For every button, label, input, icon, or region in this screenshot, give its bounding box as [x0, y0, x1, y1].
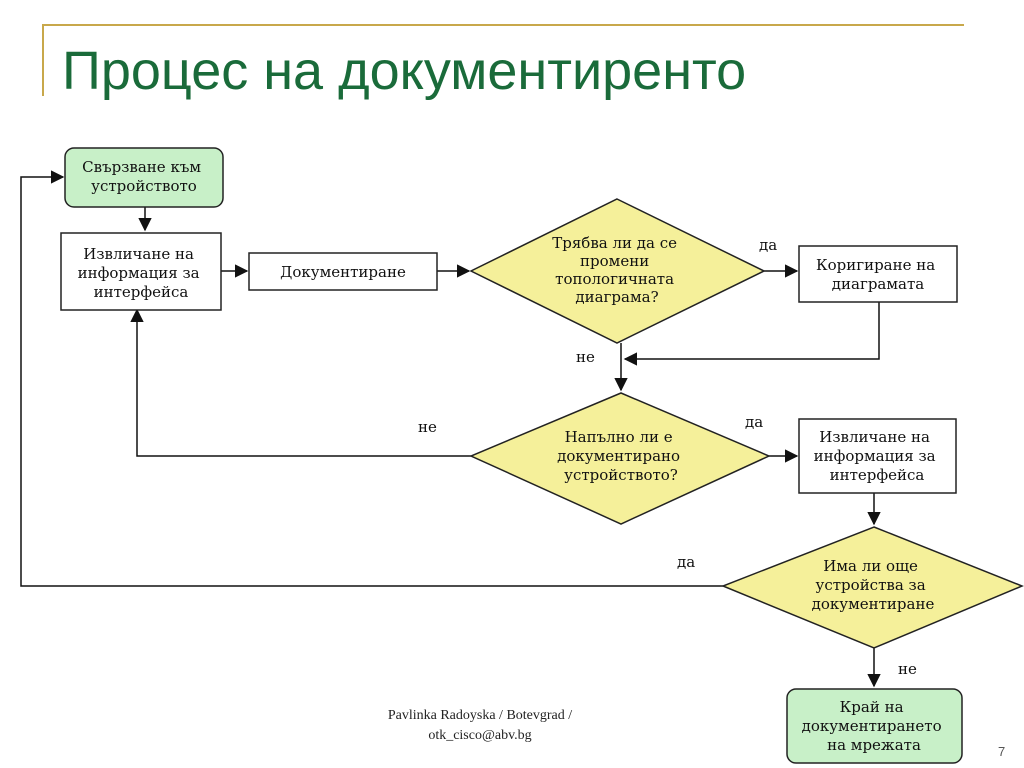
end-line: Край на [840, 698, 904, 716]
footer-email: otk_cisco@abv.bg [428, 728, 532, 743]
decision-line: Трябва ли да се [552, 234, 677, 252]
document-text: Документиране [280, 263, 406, 281]
page-number: 7 [998, 744, 1006, 759]
extract-info-node [60, 232, 222, 311]
start-line: Свързване към [82, 158, 201, 176]
decision-more-text: Има ли още устройства за документиране [812, 557, 935, 613]
label-more-no: не [898, 660, 917, 678]
decision-line: Има ли още [823, 557, 918, 575]
decision-line: устройството? [564, 466, 678, 484]
label-topology-no: не [576, 348, 595, 366]
label-topology-yes: да [759, 236, 777, 254]
extract-line: Извличане на [83, 245, 194, 263]
start-node-text: Свързване към устройството [82, 158, 206, 195]
extract-line: интерфейса [94, 283, 189, 301]
correct-diagram-text: Коригиране на диаграмата [816, 256, 940, 293]
arrow-full-no-loop [130, 308, 471, 457]
label-full-yes: да [745, 413, 763, 431]
correct-line: диаграмата [832, 275, 924, 293]
extract-line: Извличане на [819, 428, 930, 446]
document-node [248, 252, 438, 291]
title-rule-vertical [42, 26, 44, 96]
document-line: Документиране [280, 263, 406, 281]
decision-more-node [720, 526, 1024, 649]
extract-info-text: Извличане на информация за интерфейса [78, 245, 205, 301]
decision-topology-text: Трябва ли да се промени топологичната ди… [552, 234, 682, 306]
connectors [20, 170, 881, 688]
end-line: на мрежата [827, 736, 921, 754]
correct-line: Коригиране на [816, 256, 935, 274]
extract-info-node-2 [798, 418, 957, 494]
decision-line: документиране [812, 595, 935, 613]
footer: Pavlinka Radoyska / Botevgrad / otk_cisc… [380, 706, 580, 746]
extract-line: информация за [814, 447, 936, 465]
decision-line: документирано [557, 447, 680, 465]
extract-line: интерфейса [830, 466, 925, 484]
decision-line: Напълно ли е [565, 428, 673, 446]
decision-line: устройства за [816, 576, 926, 594]
label-full-no: не [418, 418, 437, 436]
label-more-yes: да [677, 553, 695, 571]
end-node-text: Край на документирането на мрежата [802, 698, 947, 754]
decision-line: промени [580, 252, 649, 270]
decision-full-node [469, 392, 771, 525]
end-line: документирането [802, 717, 942, 735]
decision-line: топологичната [555, 270, 674, 288]
decision-topology-node [469, 198, 766, 344]
end-node [786, 688, 963, 764]
decision-full-text: Напълно ли е документирано устройството? [557, 428, 685, 484]
start-line: устройството [91, 177, 197, 195]
arrow-correct-to-merge [623, 302, 880, 366]
extract-info-text-2: Извличане на информация за интерфейса [814, 428, 941, 484]
title-rule-horizontal [42, 24, 964, 26]
correct-diagram-node [798, 245, 958, 303]
slide-title: Процес на документиренто [62, 41, 747, 101]
decision-line: диаграма? [575, 288, 658, 306]
extract-line: информация за [78, 264, 200, 282]
footer-author: Pavlinka Radoyska / Botevgrad / [387, 708, 573, 723]
arrow-more-yes-loop [20, 170, 723, 587]
start-node [64, 147, 224, 208]
